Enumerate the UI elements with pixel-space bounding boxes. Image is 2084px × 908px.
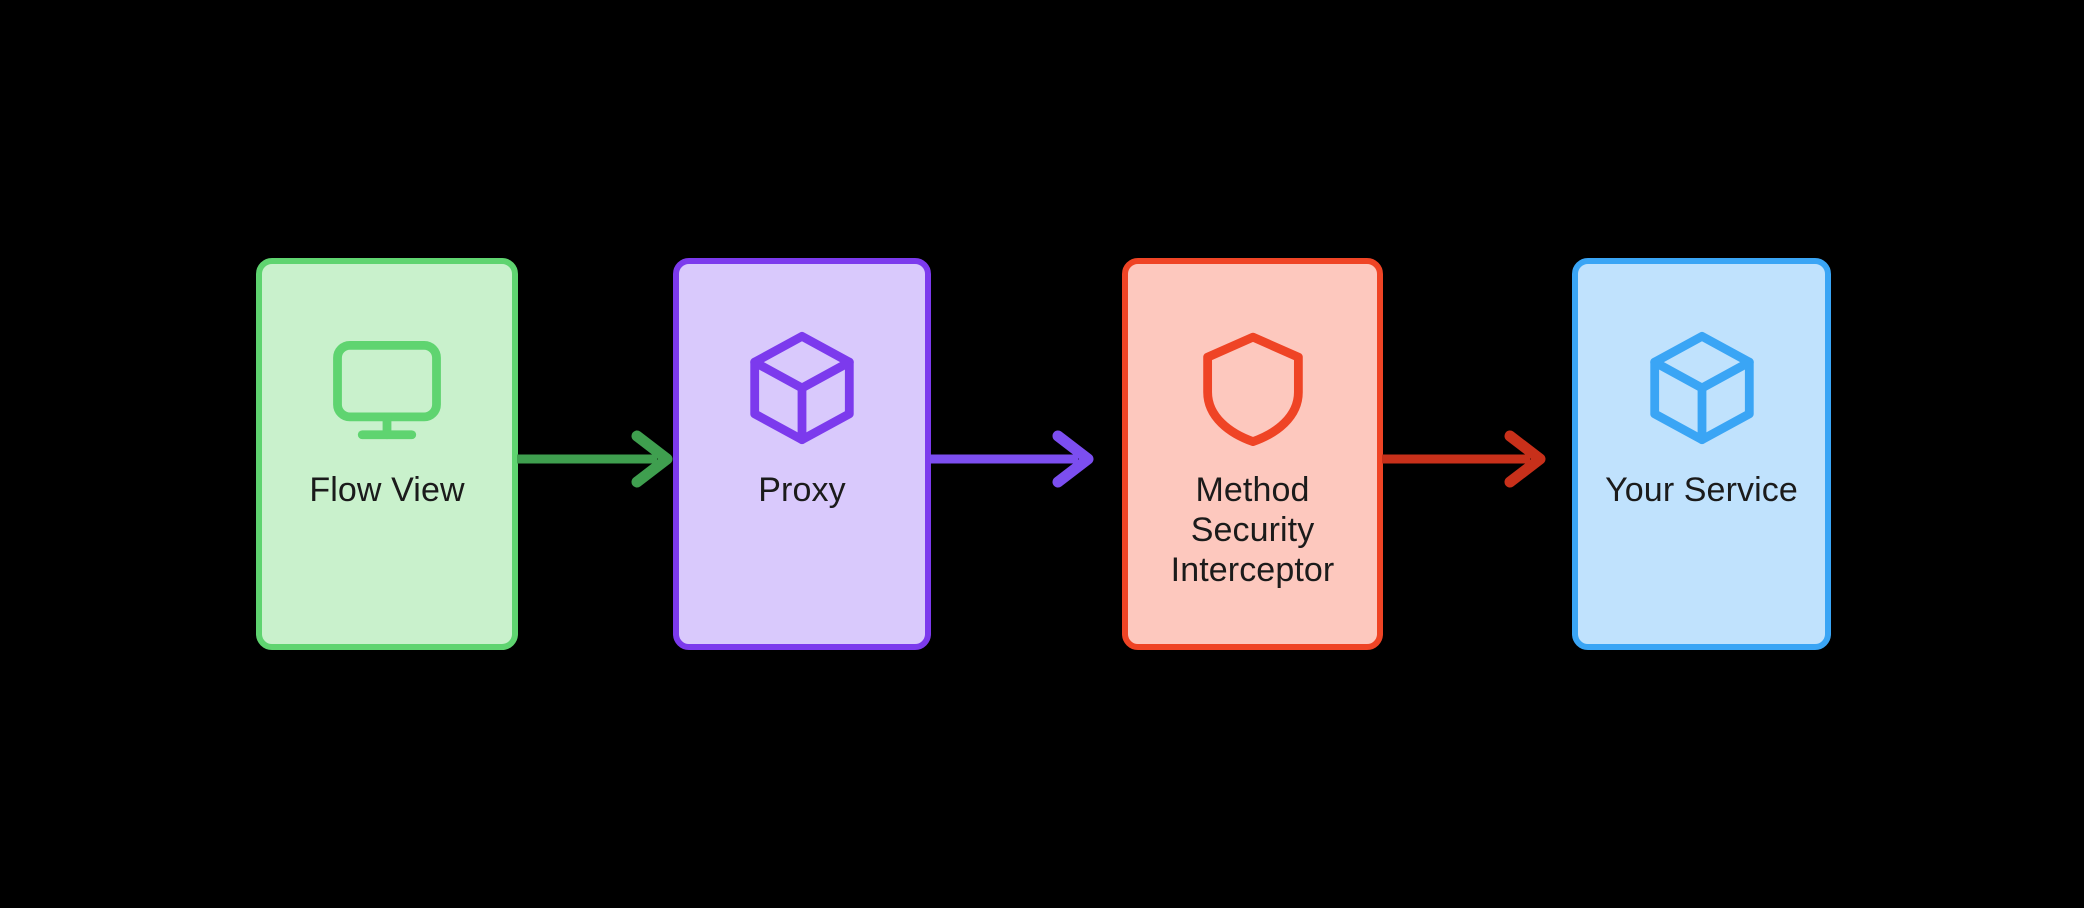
- node-label-your-service: Your Service: [1605, 471, 1798, 509]
- node-proxy[interactable]: Proxy: [673, 258, 931, 650]
- cube-icon: [1636, 322, 1768, 454]
- node-label-proxy: Proxy: [758, 471, 846, 509]
- node-flow-view[interactable]: Flow View: [256, 258, 518, 650]
- shield-icon: [1187, 322, 1319, 454]
- edge-method-security-interceptor-to-your-service: [1380, 424, 1558, 494]
- cube-icon: [736, 322, 868, 454]
- node-your-service[interactable]: Your Service: [1572, 258, 1831, 650]
- node-label-method-security-interceptor: Method Security Interceptor: [1170, 471, 1335, 590]
- edge-proxy-to-method-security-interceptor: [928, 424, 1106, 494]
- node-label-flow-view: Flow View: [309, 471, 465, 509]
- edge-flow-view-to-proxy: [515, 424, 685, 494]
- node-method-security-interceptor[interactable]: Method Security Interceptor: [1122, 258, 1383, 650]
- monitor-icon: [321, 322, 453, 454]
